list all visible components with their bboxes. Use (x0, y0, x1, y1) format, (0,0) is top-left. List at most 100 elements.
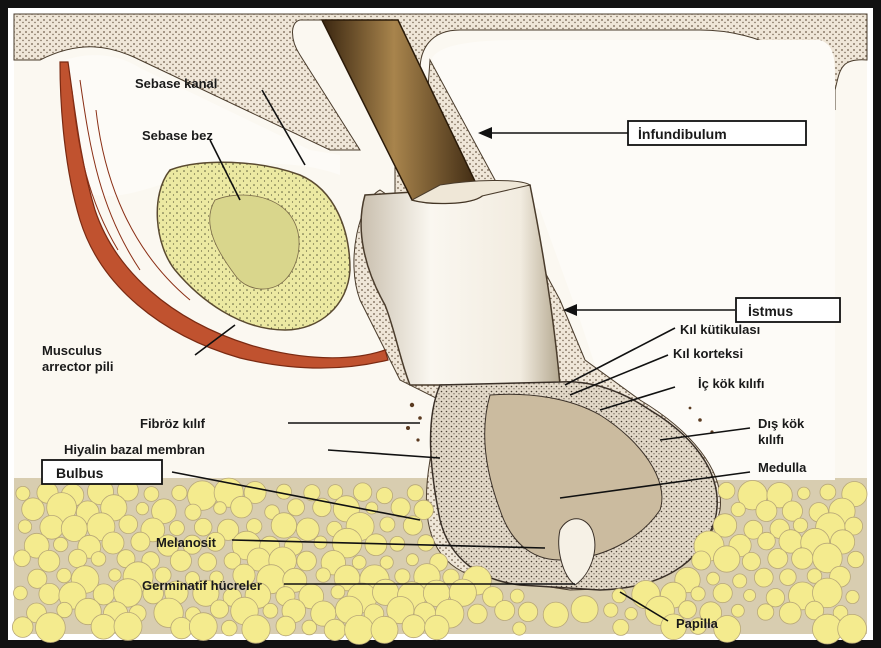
fat-cell (12, 617, 33, 638)
fat-cell (846, 590, 859, 603)
label-medulla: Medulla (758, 460, 807, 475)
fat-cell (324, 619, 345, 640)
label-hiyalin: Hiyalin bazal membran (64, 442, 205, 457)
fat-cell (518, 602, 537, 621)
fat-cell (820, 484, 836, 500)
fat-cell (331, 585, 345, 599)
fat-cell (109, 569, 121, 581)
fat-cell (612, 589, 626, 603)
label-melanosit: Melanosit (156, 535, 217, 550)
fat-cell (732, 604, 745, 617)
fat-cell (288, 499, 305, 516)
label-dis-kok-2: kılıfı (758, 432, 784, 447)
fat-cell (714, 546, 740, 572)
label-kil-korteksi: Kıl korteksi (673, 346, 743, 361)
fat-cell (131, 532, 150, 551)
label-fibroz-kilif: Fibröz kılıf (140, 416, 206, 431)
fat-cell (510, 589, 524, 603)
fat-cell (604, 603, 618, 617)
fat-cell (543, 602, 568, 627)
fat-cell (271, 513, 296, 538)
fat-cell (144, 487, 159, 502)
fat-cell (114, 612, 142, 640)
fat-cell (102, 532, 124, 554)
fat-cell (733, 574, 747, 588)
fat-cell (371, 616, 398, 643)
fat-cell (189, 613, 217, 641)
fat-cell (297, 551, 317, 571)
fat-cell (707, 572, 720, 585)
fat-cell (713, 584, 732, 603)
label-dis-kok-1: Dış kök (758, 416, 805, 431)
fat-cell (91, 552, 106, 567)
fat-cell (402, 615, 425, 638)
fat-cell (170, 550, 191, 571)
fat-cell (222, 620, 238, 636)
fat-cell (718, 482, 735, 499)
fat-cell (210, 600, 228, 618)
fat-cell (18, 520, 31, 533)
fat-cell (571, 596, 598, 623)
fat-cell (57, 568, 71, 582)
fat-cell (365, 534, 387, 556)
fat-cell (848, 551, 864, 567)
fat-cell (757, 604, 773, 620)
fat-cell (263, 603, 278, 618)
fat-cell (54, 537, 68, 551)
fat-cell (838, 614, 867, 643)
fat-cell (198, 553, 216, 571)
fat-cell (39, 583, 60, 604)
fat-cell (231, 496, 253, 518)
fat-cell (38, 550, 60, 572)
fat-cell (780, 569, 797, 586)
label-sebase-bez: Sebase bez (142, 128, 213, 143)
fat-cell (625, 608, 637, 620)
label-germinatif: Germinatif hücreler (142, 578, 262, 593)
fat-cell (36, 613, 66, 643)
fat-cell (744, 590, 756, 602)
fat-cell (14, 550, 31, 567)
fat-cell (316, 568, 330, 582)
fat-cell (758, 532, 776, 550)
fat-cell (692, 551, 711, 570)
fat-cell (768, 549, 788, 569)
fat-cell (169, 521, 184, 536)
fat-cell (345, 615, 374, 644)
label-bulbus: Bulbus (56, 465, 104, 481)
fat-cell (756, 501, 777, 522)
fat-cell (380, 517, 395, 532)
fat-cell (302, 620, 317, 635)
fat-cell (425, 615, 449, 639)
label-kil-kutikulasi: Kıl kütikulası (680, 322, 760, 337)
label-istmus: İstmus (748, 303, 793, 319)
label-sebase-kanal: Sebase kanal (135, 76, 217, 91)
fat-cell (731, 502, 745, 516)
fat-cell (779, 602, 801, 624)
fat-cell (418, 535, 434, 551)
fat-cell (172, 485, 187, 500)
fat-cell (119, 515, 138, 534)
fat-cell (91, 614, 116, 639)
fat-cell (16, 486, 30, 500)
fat-cell (513, 622, 526, 635)
fat-cell (194, 518, 212, 536)
fat-cell (376, 488, 392, 504)
fat-cell (691, 587, 705, 601)
fat-cell (468, 604, 488, 624)
fat-cell (353, 483, 371, 501)
fat-cell (242, 615, 270, 643)
fat-cell (214, 502, 227, 515)
fat-cell (754, 568, 773, 587)
fat-cell (742, 552, 760, 570)
fat-cell (407, 485, 423, 501)
fat-cell (277, 484, 292, 499)
fat-cell (136, 502, 148, 514)
label-infundibulum: İnfundibulum (638, 126, 727, 142)
fat-cell (185, 504, 201, 520)
label-ic-kok-kilifi: İç kök kılıfı (698, 376, 764, 391)
fat-cell (406, 554, 418, 566)
fat-cell (171, 617, 192, 638)
fat-cell (613, 619, 629, 635)
fat-cell (14, 586, 28, 600)
